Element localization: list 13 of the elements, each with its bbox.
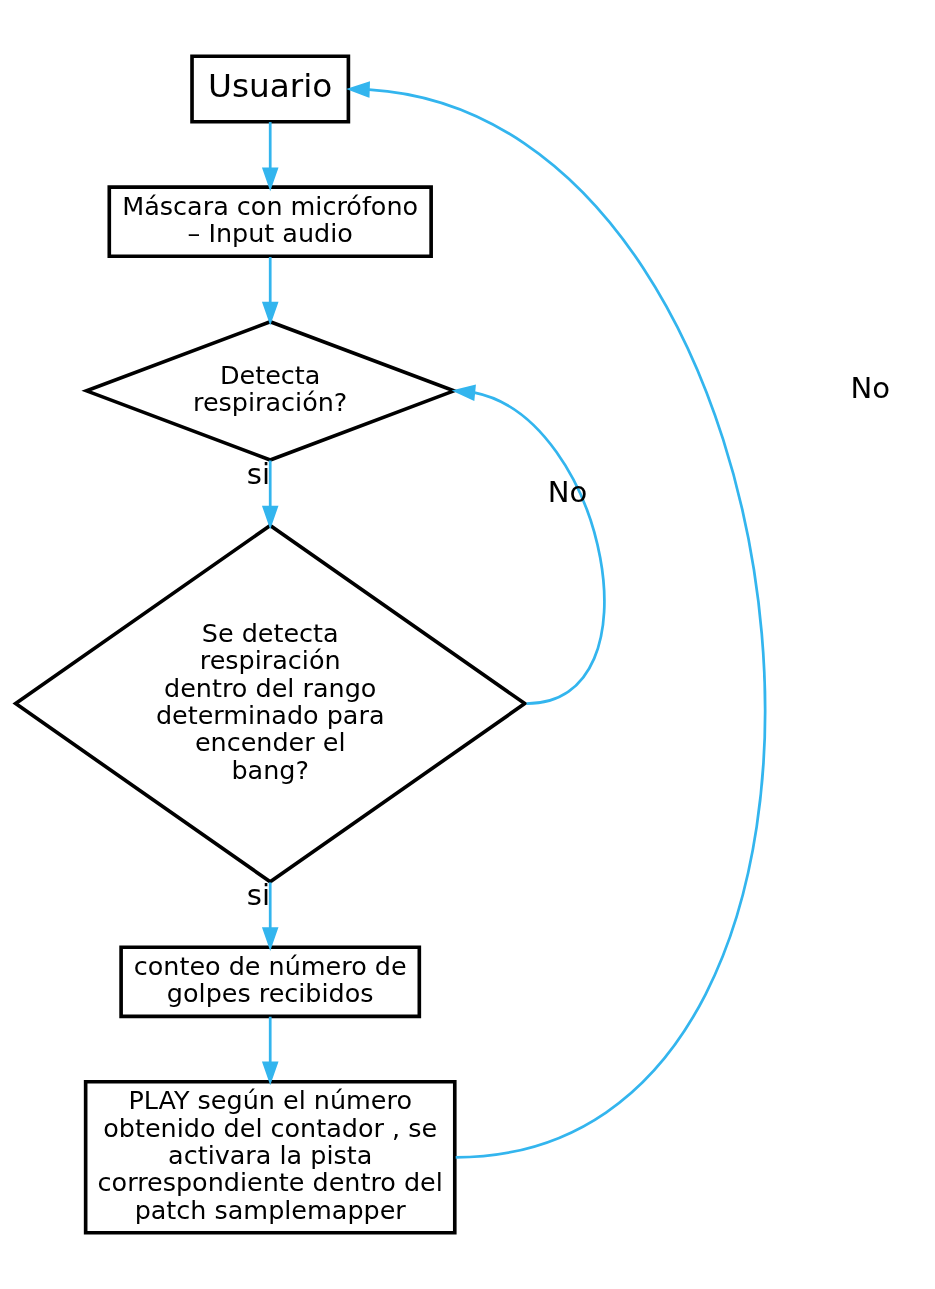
arrow xyxy=(261,122,279,192)
arrow xyxy=(261,882,279,951)
arrow xyxy=(451,384,606,705)
arrow xyxy=(261,1016,279,1086)
node-diamond: Se detecta respiración dentro del rango determinado para encender el bang? xyxy=(12,523,528,884)
node-box: conteo de número de golpes recibidos xyxy=(119,945,422,1019)
label: No xyxy=(850,370,891,405)
node-box: Máscara con micrófono – Input audio xyxy=(107,185,433,259)
arrow xyxy=(261,257,279,326)
arrow xyxy=(346,81,765,1159)
node-box: PLAY según el número obtenido del contador , se activara la pista correspondiente dentro del patch samplemapper xyxy=(83,1080,457,1235)
node-box: Usuario xyxy=(190,54,351,124)
arrow xyxy=(261,460,279,530)
